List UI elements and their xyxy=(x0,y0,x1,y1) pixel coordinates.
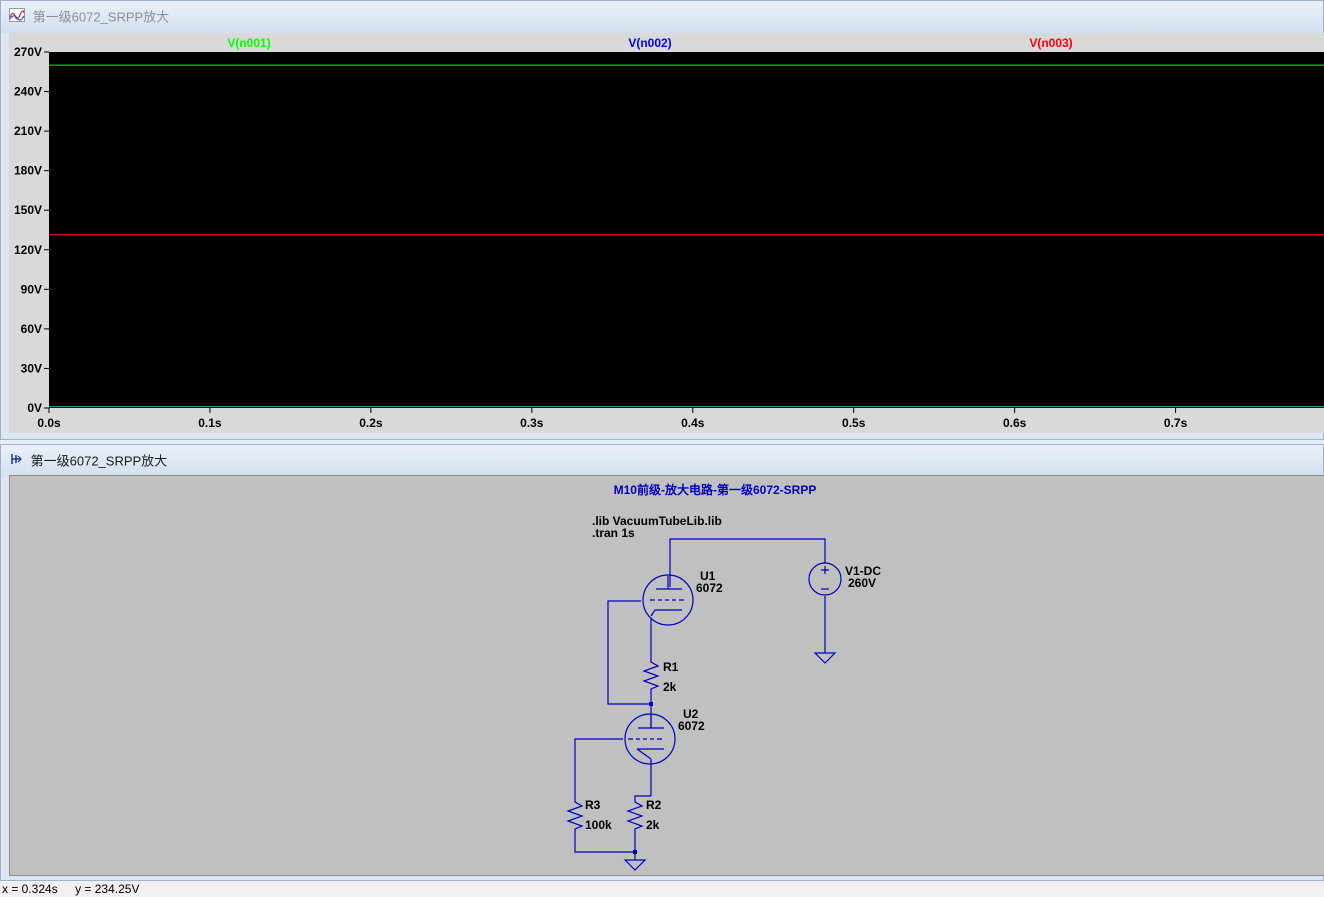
r1-value-label[interactable]: 2k xyxy=(663,680,677,694)
r1-name-label[interactable]: R1 xyxy=(663,660,679,674)
tube-u1[interactable] xyxy=(642,574,694,626)
y-tick-label: 120V xyxy=(14,243,42,257)
y-tick-label: 180V xyxy=(14,164,42,178)
junction-dot xyxy=(633,850,637,854)
y-tick-label: 60V xyxy=(21,322,42,336)
y-axis: 0V 30V 60V 90V 120V 150V 180V 210V 240V 270V xyxy=(14,45,49,415)
v1-value-label[interactable]: 260V xyxy=(848,576,876,590)
waveform-window-title: 第一级6072_SRPP放大 xyxy=(32,9,170,25)
schematic-icon xyxy=(9,446,23,478)
y-tick-label: 150V xyxy=(14,203,42,217)
v1-name-label[interactable]: V1-DC xyxy=(845,564,881,578)
y-tick-label: 240V xyxy=(14,85,42,99)
x-tick-label: 0.0s xyxy=(37,416,61,430)
waveform-plot-area[interactable]: 0V 30V 60V 90V 120V 150V 180V 210V 240V 270V 0.0s… xyxy=(9,33,1324,433)
legend-item-vn002[interactable]: V(n002) xyxy=(628,36,671,50)
schematic-window[interactable]: 第一级6072_SRPP放大 xyxy=(0,444,1324,881)
u1-name-label[interactable]: U1 xyxy=(700,569,716,583)
y-readout: y = 234.25V xyxy=(75,882,140,896)
r3-name-label[interactable]: R3 xyxy=(585,798,601,812)
schematic-titlebar[interactable]: 第一级6072_SRPP放大 xyxy=(1,445,1323,477)
schematic-title[interactable]: M10前级-放大电路-第一级6072-SRPP xyxy=(614,482,817,497)
status-bar: x = 0.324s y = 234.25V xyxy=(0,881,1324,897)
x-tick-label: 0.3s xyxy=(520,416,544,430)
r2-value-label[interactable]: 2k xyxy=(646,818,660,832)
u1-value-label[interactable]: 6072 xyxy=(696,581,723,595)
y-tick-label: 270V xyxy=(14,45,42,59)
junction-dot xyxy=(649,702,653,706)
directive-tran[interactable]: .tran 1s xyxy=(592,526,635,540)
resistor-r2[interactable] xyxy=(626,795,651,832)
x-readout: x = 0.324s xyxy=(2,882,58,896)
resistor-r3[interactable] xyxy=(566,796,584,832)
legend[interactable]: V(n001) V(n002) V(n003) xyxy=(227,36,1072,50)
u2-name-label[interactable]: U2 xyxy=(683,707,699,721)
x-tick-label: 0.4s xyxy=(681,416,705,430)
legend-item-vn001[interactable]: V(n001) xyxy=(227,36,270,50)
x-tick-label: 0.1s xyxy=(198,416,222,430)
r2-name-label[interactable]: R2 xyxy=(646,798,662,812)
x-tick-label: 0.6s xyxy=(1003,416,1027,430)
voltage-source-v1[interactable] xyxy=(808,562,842,596)
x-axis: 0.0s 0.1s 0.2s 0.3s 0.4s 0.5s 0.6s 0.7s xyxy=(37,408,1188,430)
resistor-r1[interactable] xyxy=(642,656,660,692)
legend-item-vn003[interactable]: V(n003) xyxy=(1029,36,1072,50)
series-lines xyxy=(49,64,1324,408)
y-tick-label: 30V xyxy=(21,361,42,375)
x-tick-label: 0.5s xyxy=(842,416,866,430)
wires xyxy=(574,538,826,860)
waveform-chart[interactable]: 0V 30V 60V 90V 120V 150V 180V 210V 240V 270V 0.0s… xyxy=(9,33,1324,433)
directive-lib[interactable]: .lib VacuumTubeLib.lib xyxy=(592,514,722,528)
tube-u2[interactable] xyxy=(624,713,676,765)
ground-symbol-main xyxy=(623,859,647,871)
plot-background xyxy=(49,52,1324,408)
schematic-canvas[interactable]: M10前级-放大电路-第一级6072-SRPP .lib VacuumTubeL… xyxy=(9,475,1324,876)
r3-value-label[interactable]: 100k xyxy=(585,818,612,832)
ground-symbol-v1 xyxy=(813,652,837,664)
y-tick-label: 0V xyxy=(27,401,42,415)
x-tick-label: 0.2s xyxy=(359,416,383,430)
waveform-icon xyxy=(9,2,25,34)
x-tick-label: 0.7s xyxy=(1164,416,1188,430)
y-tick-label: 90V xyxy=(21,282,42,296)
y-tick-label: 210V xyxy=(14,124,42,138)
u2-value-label[interactable]: 6072 xyxy=(678,719,705,733)
schematic-window-title: 第一级6072_SRPP放大 xyxy=(30,453,168,469)
waveform-window[interactable]: 第一级6072_SRPP放大 0V 30V 60V 90V 120V 150V 180V 21… xyxy=(0,0,1324,440)
waveform-titlebar[interactable]: 第一级6072_SRPP放大 xyxy=(1,1,1323,33)
